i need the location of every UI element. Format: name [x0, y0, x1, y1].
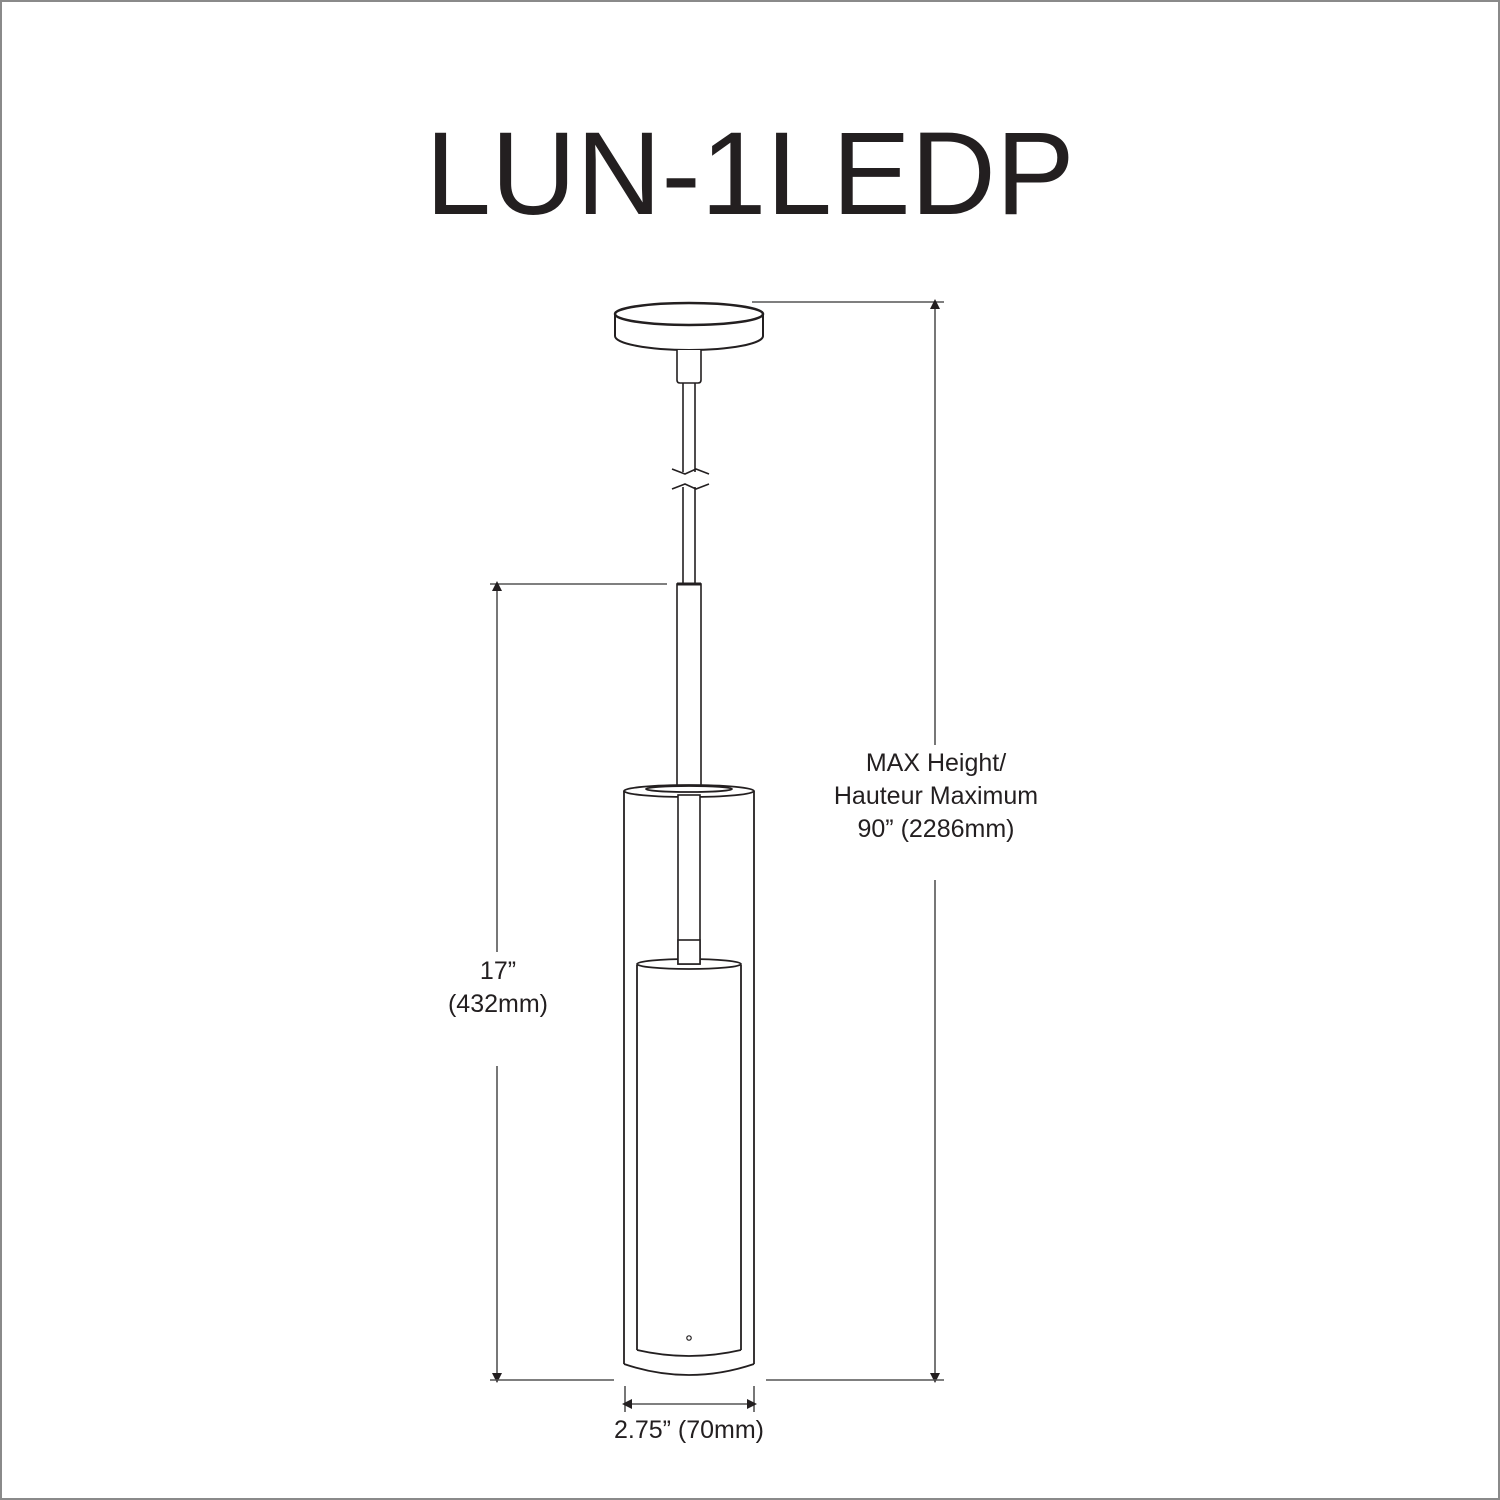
fixture-height-dimension-line [490, 581, 667, 1383]
canopy-stem-icon [676, 350, 702, 384]
max-height-label-line2: Hauteur Maximum [833, 782, 1039, 810]
max-height-dimension-line [752, 299, 944, 1383]
upper-rod-icon [676, 582, 702, 790]
inner-rod-end-icon [677, 939, 701, 965]
outer-glass-cylinder-icon [623, 784, 755, 1376]
max-height-label-line3: 90” (2286mm) [857, 815, 1015, 843]
fixture-height-label: 17” (432mm) [428, 955, 568, 1021]
width-dimension-line [622, 1386, 757, 1412]
fixture-height-label-line1: 17” [479, 957, 517, 985]
width-label: 2.75” (70mm) [613, 1416, 765, 1444]
product-model-title: LUN-1LEDP [425, 108, 1075, 240]
inner-rod-icon [677, 794, 701, 965]
max-height-label: MAX Height/ Hauteur Maximum 90” (2286mm) [818, 747, 1054, 846]
cord-icon [671, 383, 710, 585]
canopy-icon [613, 301, 765, 351]
fixture-height-label-line2: (432mm) [447, 990, 548, 1018]
inner-diffuser-icon [636, 958, 742, 1357]
max-height-label-line1: MAX Height/ [865, 749, 1007, 777]
